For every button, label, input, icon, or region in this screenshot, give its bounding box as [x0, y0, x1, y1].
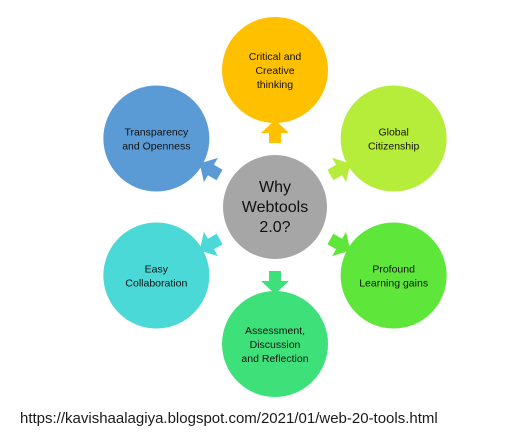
arrow-icon	[327, 231, 351, 257]
arrow-icon	[261, 120, 289, 143]
arrows-layer	[199, 120, 351, 294]
node-label-line: and Reflection	[241, 353, 308, 365]
source-url: https://kavishaalagiya.blogspot.com/2021…	[20, 410, 438, 427]
node-label: Assessment, Discussion and Reflection	[241, 325, 308, 365]
node-label-line: Assessment,	[245, 325, 305, 337]
node-label-line: Collaboration	[125, 278, 187, 290]
center-label-line: Webtools	[242, 199, 308, 216]
node-label-line: Global	[378, 127, 408, 139]
arrow-icon	[327, 157, 351, 183]
node-label-line: and Openness	[122, 141, 190, 153]
center-circle	[223, 155, 327, 259]
node-label-line: Discussion	[250, 339, 301, 351]
node-circle	[340, 85, 447, 192]
arrow-icon	[199, 231, 223, 257]
node-circle	[222, 291, 328, 397]
node-transparency-openness: Transparency and Openness	[103, 85, 210, 192]
node-label-line: Creative	[255, 65, 294, 77]
node-circle	[340, 222, 447, 329]
node-circle	[103, 222, 210, 329]
node-label-line: Easy	[145, 264, 169, 276]
node-label-line: thinking	[257, 79, 293, 91]
center-label-line: 2.0?	[259, 219, 290, 236]
node-label-line: Learning gains	[359, 278, 428, 290]
node-circle	[103, 85, 210, 192]
node-label-line: Critical and	[249, 51, 302, 63]
node-assessment-discussion: Assessment, Discussion and Reflection	[222, 291, 328, 397]
arrow-icon	[199, 157, 223, 183]
arrow-icon	[261, 271, 289, 294]
node-label-line: Profound	[372, 264, 415, 276]
center-label-line: Why	[259, 179, 291, 196]
node-label-line: Citizenship	[368, 141, 420, 153]
node-circle	[222, 17, 328, 123]
node-label: Transparency and Openness	[122, 127, 190, 153]
node-label-line: Transparency	[124, 127, 189, 139]
